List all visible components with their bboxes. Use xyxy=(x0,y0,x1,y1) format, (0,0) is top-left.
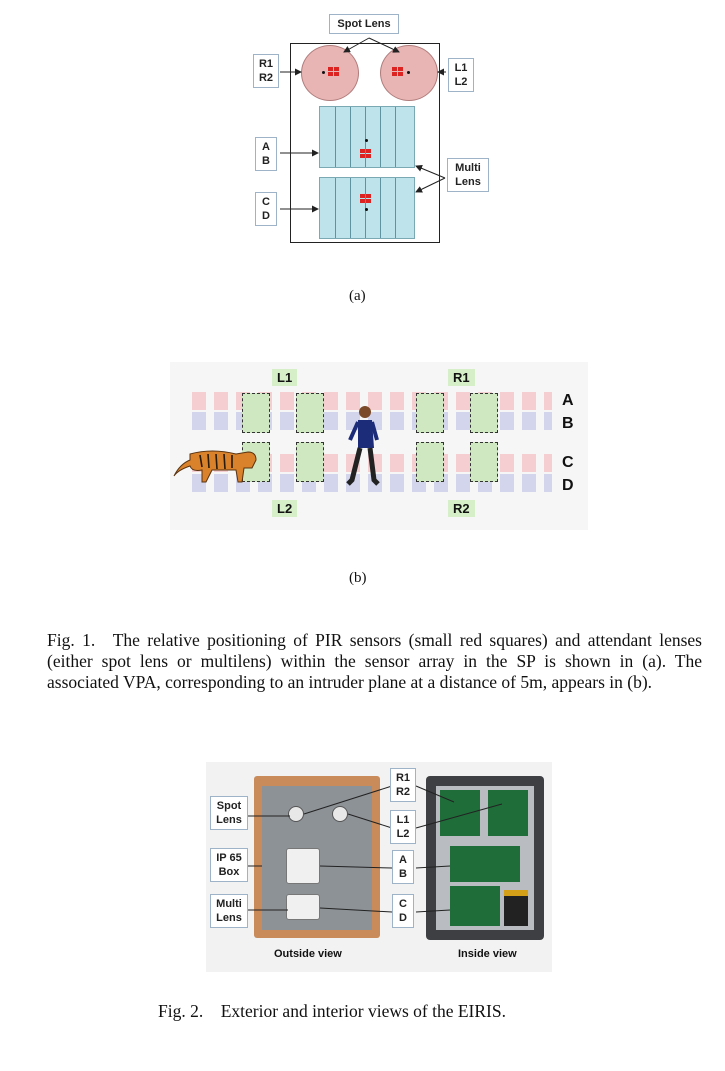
vpa-zone-r2 xyxy=(416,442,444,482)
fig1b-vpa-diagram: L1 R1 L2 R2 A B C D xyxy=(170,362,588,530)
spot-lens-label: Spot Lens xyxy=(329,14,399,34)
inside-view-label: Inside view xyxy=(458,948,517,960)
vpa-zone-l1 xyxy=(242,393,270,433)
pcb-board xyxy=(450,846,520,882)
vpa-band xyxy=(192,474,552,492)
vpa-zone-r1 xyxy=(470,393,498,433)
focal-dot xyxy=(407,71,410,74)
focal-dot xyxy=(322,71,325,74)
fig2-caption: Fig. 2. Exterior and interior views of t… xyxy=(158,1001,506,1021)
vpa-tag-r2: R2 xyxy=(448,500,475,517)
vpa-tag-l1: L1 xyxy=(272,369,298,386)
ip65-box-inside xyxy=(426,776,544,940)
focal-dot xyxy=(365,208,368,211)
vpa-tag-l2: L2 xyxy=(272,500,298,517)
pir-sensor-icon xyxy=(360,149,372,159)
multi-lens-housing xyxy=(286,894,320,920)
vpa-row-c: C xyxy=(562,454,574,471)
pir-sensor-icon xyxy=(392,67,404,77)
pcb-board xyxy=(488,790,528,836)
pir-sensor-icon xyxy=(328,67,340,77)
vpa-row-d: D xyxy=(562,477,574,494)
fig1a-sublabel: (a) xyxy=(349,288,366,304)
battery xyxy=(504,890,528,926)
fig1a-arrows xyxy=(280,37,446,213)
vpa-zone-l2 xyxy=(296,442,324,482)
person-intruder-icon xyxy=(346,406,380,486)
pcb-board xyxy=(440,790,480,836)
vpa-band xyxy=(192,392,552,410)
focal-dot xyxy=(365,139,368,142)
fig1b-sublabel: (b) xyxy=(349,570,367,586)
vpa-row-b: B xyxy=(562,415,574,432)
vpa-tag-r1: R1 xyxy=(448,369,475,386)
outside-view-label: Outside view xyxy=(274,948,342,960)
fig1-caption: Fig. 1. The relative positioning of PIR … xyxy=(47,630,702,692)
vpa-zone-r1 xyxy=(416,393,444,433)
spot-lens-hole xyxy=(288,806,304,822)
vpa-row-a: A xyxy=(562,392,574,409)
vpa-zone-r2 xyxy=(470,442,498,482)
multi-lens-housing xyxy=(286,848,320,884)
spot-lens-hole xyxy=(332,806,348,822)
pcb-board xyxy=(450,886,500,926)
pir-sensor-icon xyxy=(360,194,372,204)
fig2-leader-lines xyxy=(248,785,503,913)
vpa-zone-l1 xyxy=(296,393,324,433)
tiger-intruder-icon xyxy=(173,450,257,483)
